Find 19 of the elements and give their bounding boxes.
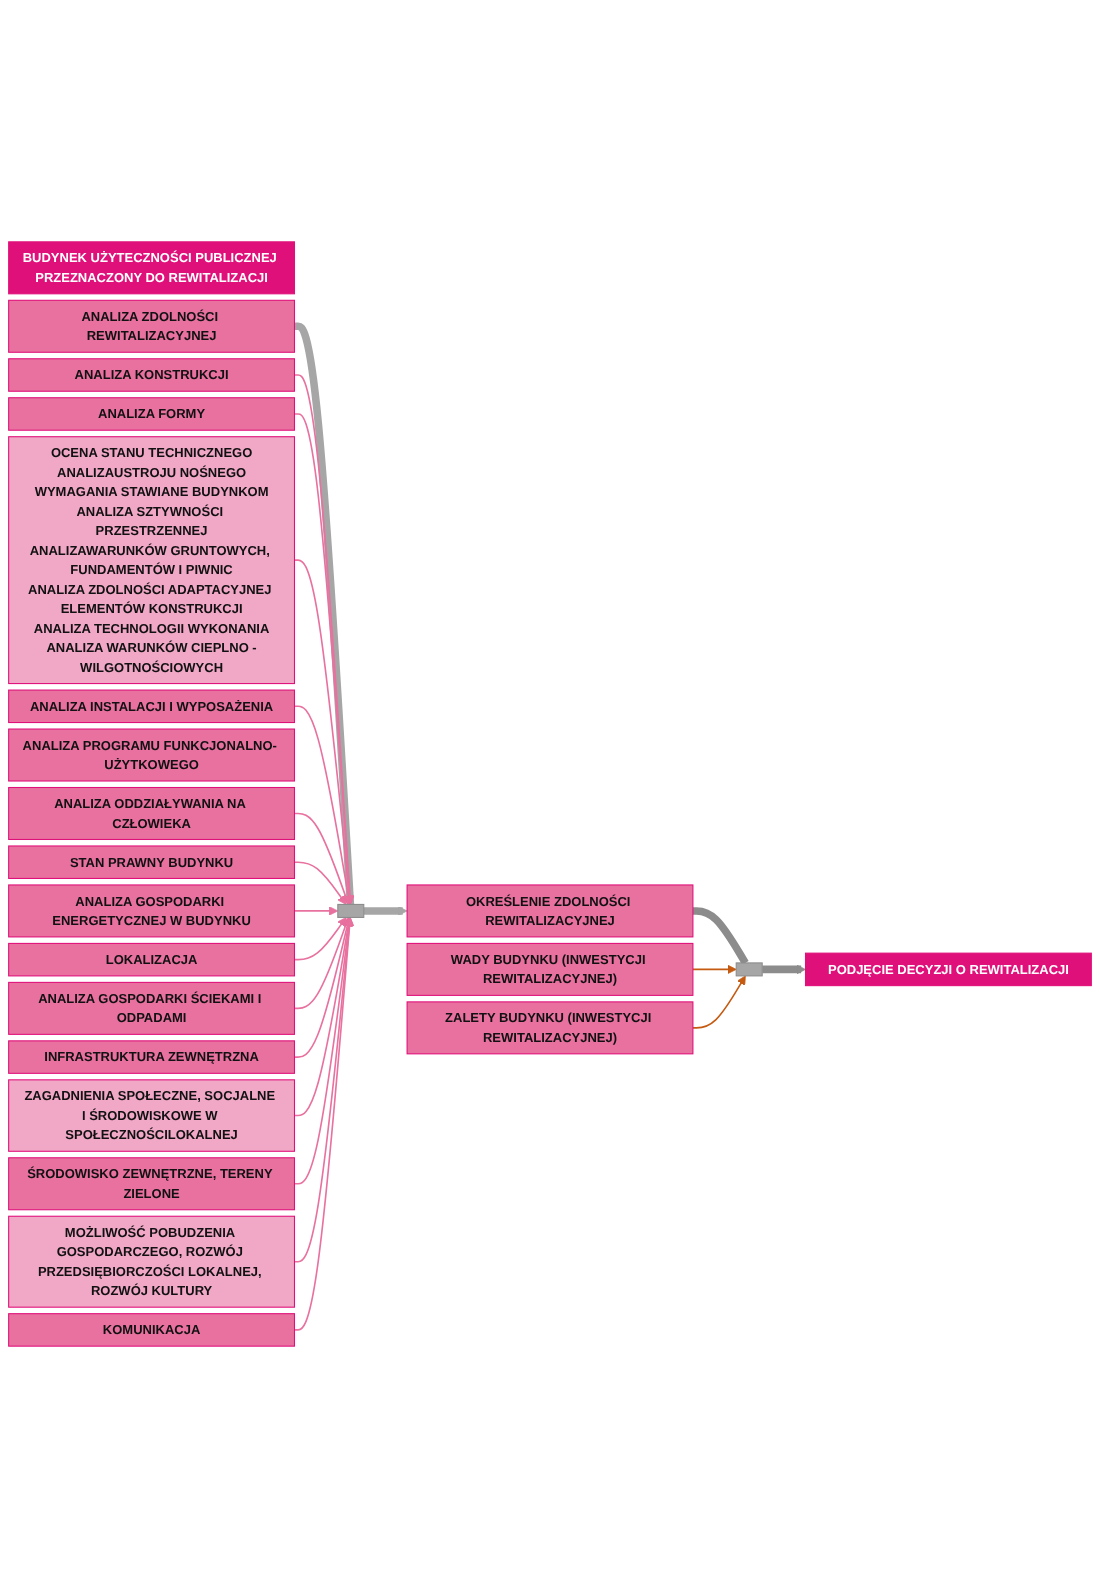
- node-bar: [337, 903, 365, 918]
- connector: [692, 907, 749, 965]
- arrow: [293, 906, 339, 916]
- node-bar: [735, 962, 763, 977]
- arrow: [762, 964, 806, 975]
- arrow: [293, 861, 347, 905]
- arrow: [293, 812, 351, 905]
- arrow: [293, 917, 351, 1010]
- arrow: [293, 917, 355, 1263]
- arrow: [293, 917, 353, 1117]
- arrow: [293, 917, 355, 1331]
- arrow: [363, 906, 408, 916]
- arrow: [293, 559, 355, 905]
- arrow: [293, 705, 353, 905]
- arrow: [293, 917, 347, 961]
- arrow: [293, 917, 352, 1058]
- arrow: [692, 975, 746, 1029]
- arrow: [692, 964, 737, 975]
- arrow: [293, 917, 354, 1185]
